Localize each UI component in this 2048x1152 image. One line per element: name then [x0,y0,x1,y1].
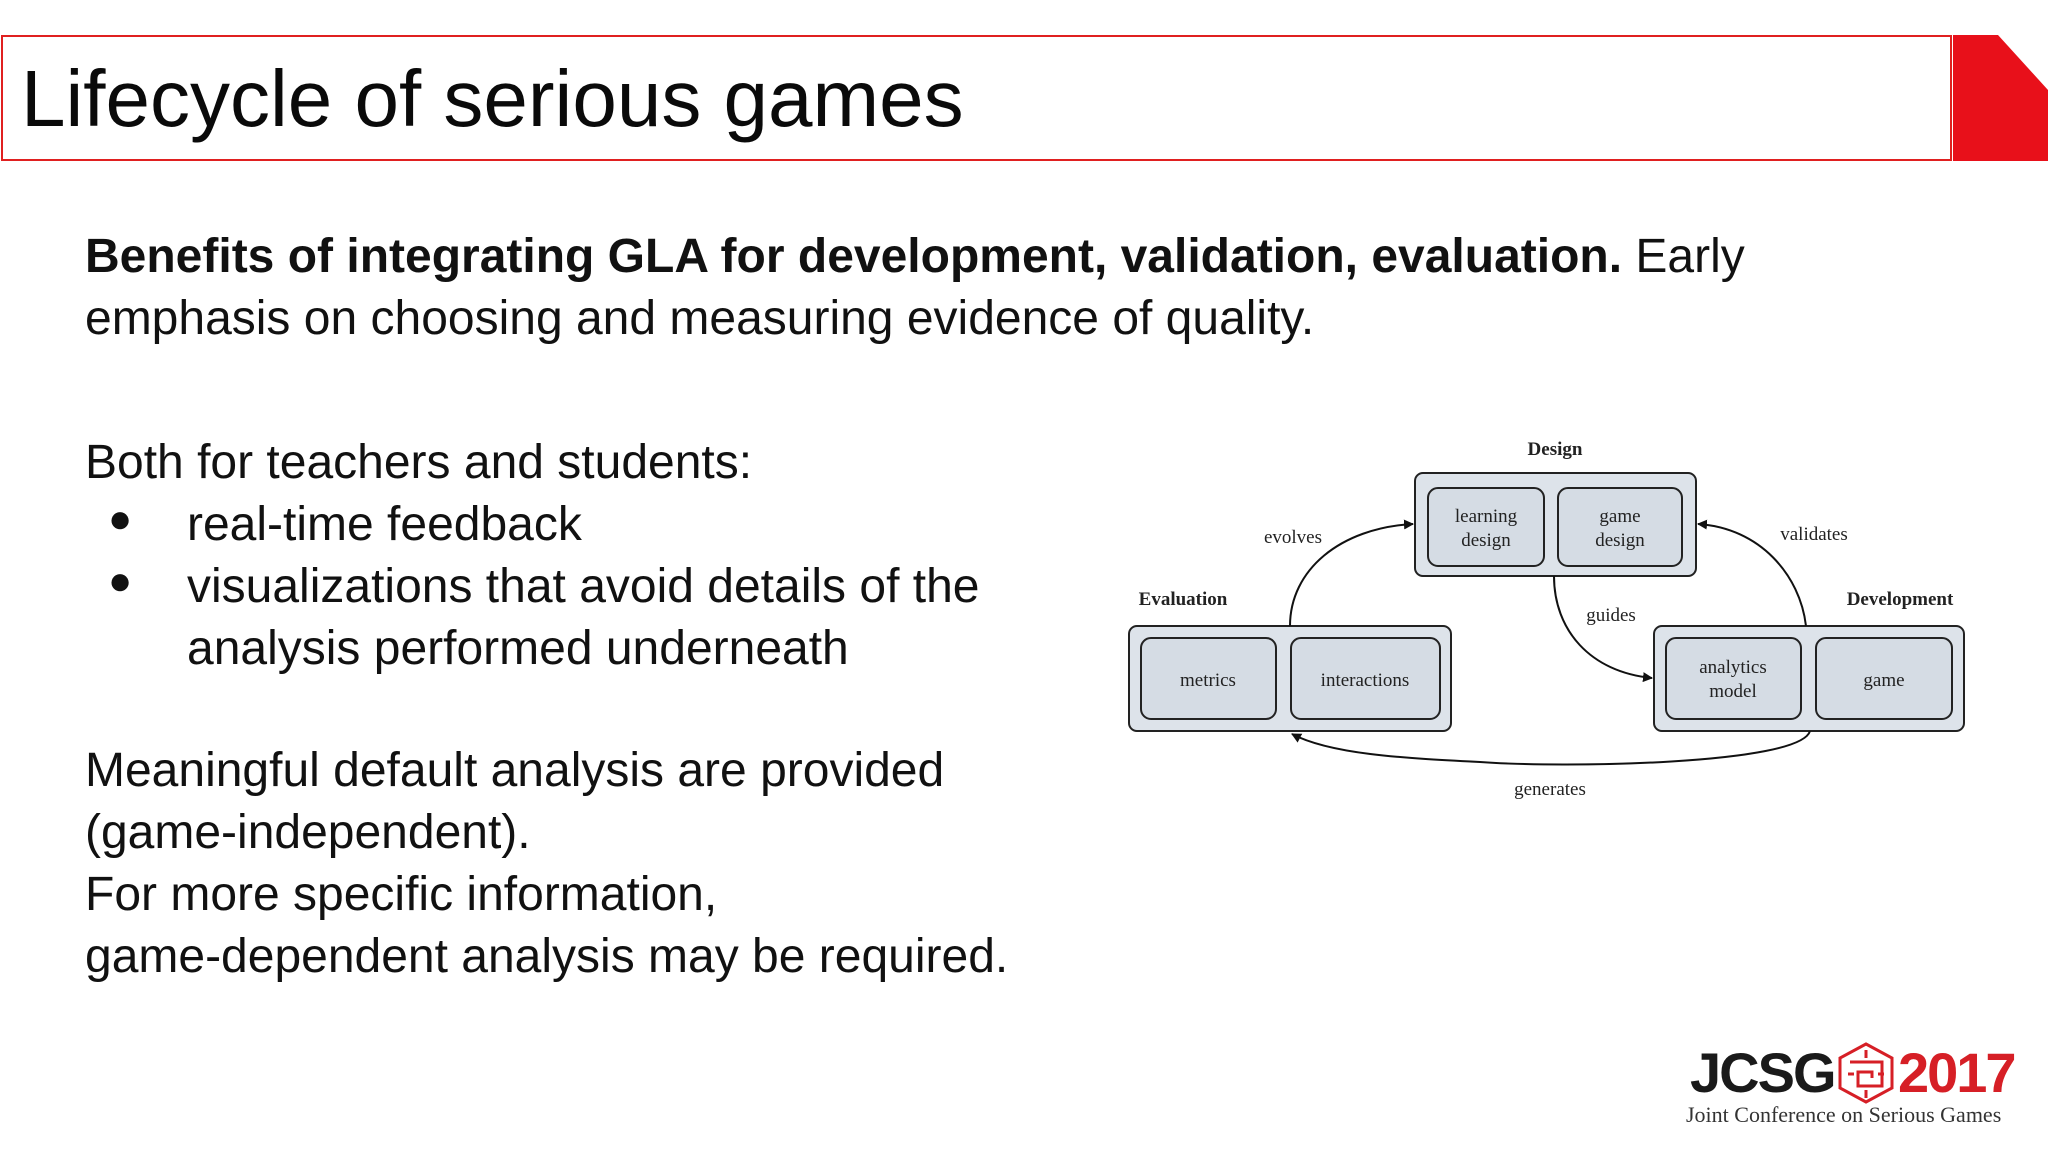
learning-design-label: learning [1455,506,1518,527]
validates-arrow [1697,519,1807,627]
game-label: game [1863,670,1904,691]
learning-design-label: design [1461,530,1511,551]
design-group-label: Design [1528,439,1583,460]
logo-subtitle: Joint Conference on Serious Games [1686,1102,2002,1127]
corner-accent [1953,35,2048,161]
closing-line: (game-independent). [85,806,531,859]
bullet-glyph: ● [108,559,133,603]
closing-line: game-dependent analysis may be required. [85,930,1009,983]
evaluation-group-label: Evaluation [1139,589,1228,610]
generates-arrow [1291,730,1811,766]
validates-label: validates [1780,524,1848,545]
bullet-item-realtime: real-time feedback [187,498,582,551]
interactions-box [1290,637,1441,720]
guides-label: guides [1586,605,1636,626]
intro-bold-text: Benefits of integrating GLA for developm… [85,230,1623,283]
bullet-line: visualizations that avoid details of the [187,560,980,613]
guides-arrow [1553,575,1653,683]
generates-label: generates [1514,779,1586,800]
evolves-label: evolves [1264,527,1322,548]
game-design-label: game [1599,506,1640,527]
metrics-box [1140,637,1277,720]
closing-line: For more specific information, [85,868,718,921]
metrics-label: metrics [1180,670,1236,691]
bullet-glyph: ● [108,497,133,541]
slide-title: Lifecycle of serious games [21,54,964,143]
development-group-label: Development [1847,589,1954,610]
closing-paragraph: Meaningful default analysis are provided… [85,740,1008,988]
title-bar: Lifecycle of serious games [1,35,1952,161]
evolves-arrow [1289,519,1414,627]
audience-heading: Both for teachers and students: [85,436,753,489]
closing-line: Meaningful default analysis are provided [85,744,945,797]
logo-year-text: 2017 [1898,1041,2015,1104]
analytics-model-label: model [1709,681,1757,702]
interactions-label: interactions [1321,670,1410,691]
game-design-label: design [1595,530,1645,551]
game-design-box [1557,487,1683,567]
lifecycle-diagram: Design learning design game design Evalu… [1128,439,1965,800]
bullet-line: analysis performed underneath [187,622,849,675]
intro-paragraph: Benefits of integrating GLA for developm… [85,226,1745,350]
game-box [1815,637,1953,720]
learning-design-box [1427,487,1545,567]
analytics-model-box [1665,637,1802,720]
intro-rest-text: Early [1622,230,1745,283]
analytics-model-label: analytics [1699,657,1767,678]
maze-emblem-icon [1838,1042,1894,1104]
jcsg-logo: JCSG 2017 [1690,1041,2017,1104]
logo-jcsg-text: JCSG [1690,1041,1835,1104]
bullet-item-visualizations: visualizations that avoid details of the… [187,556,979,680]
intro-line-2: emphasis on choosing and measuring evide… [85,292,1315,345]
